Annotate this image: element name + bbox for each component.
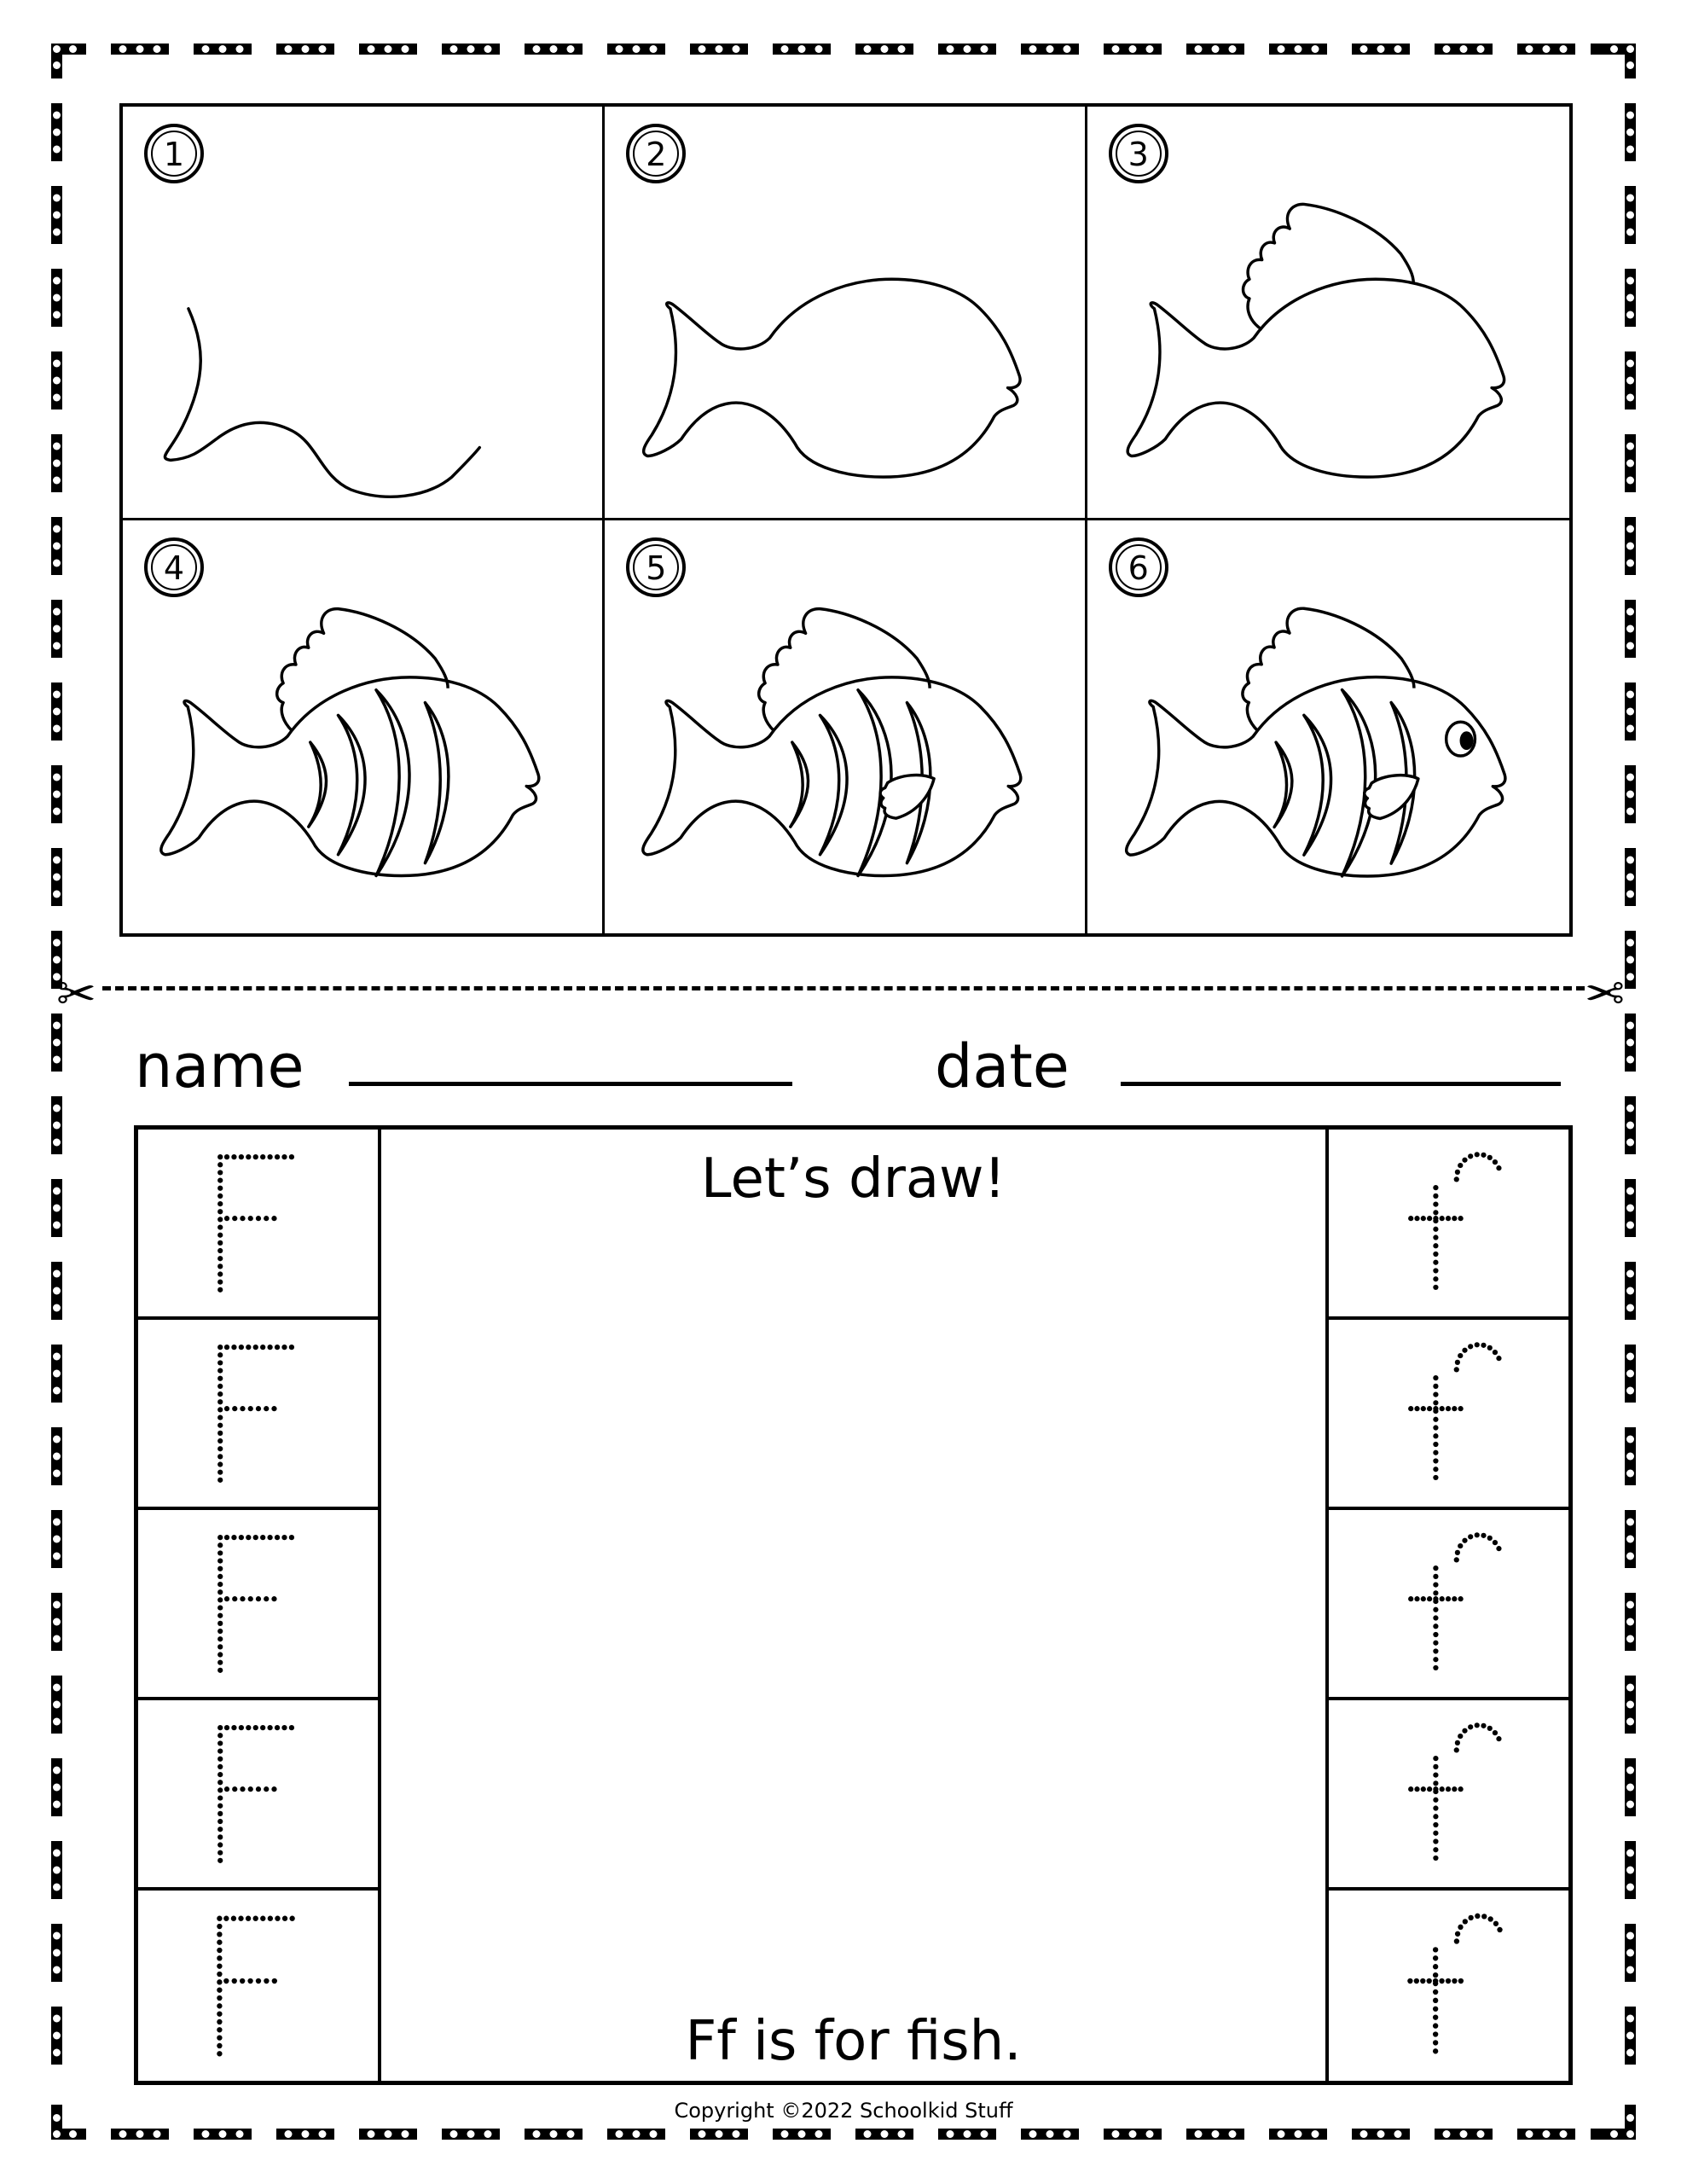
lowercase-f-trace-cell[interactable] xyxy=(1329,1320,1568,1510)
step-panel-4: 4 xyxy=(123,520,606,933)
draw-caption: Ff is for fish. xyxy=(685,2010,1022,2073)
fish-step-2-drawing xyxy=(642,277,1023,479)
fish-step-6-drawing xyxy=(1124,607,1507,878)
cut-here-dashed-line xyxy=(102,986,1585,990)
lowercase-trace-column xyxy=(1325,1130,1568,2081)
step-number-badge: 6 xyxy=(1108,537,1168,597)
step-by-step-grid: 1 2 3 4 xyxy=(119,103,1573,937)
dotted-letter-F-icon xyxy=(217,1915,295,2057)
scissors-icon: ✂ xyxy=(56,967,96,1022)
lowercase-f-trace-cell[interactable] xyxy=(1329,1700,1568,1891)
copyright-notice: Copyright ©2022 Schoolkid Stuff xyxy=(674,2099,1013,2123)
lowercase-f-trace-cell[interactable] xyxy=(1329,1130,1568,1320)
dotted-letter-f-icon xyxy=(1408,1342,1502,1481)
fish-step-3-drawing xyxy=(1126,202,1505,479)
dotted-letter-F-icon xyxy=(217,1725,295,1863)
step-number: 4 xyxy=(163,549,185,587)
step-number-badge: 5 xyxy=(626,537,687,597)
step-panel-3: 3 xyxy=(1087,107,1569,520)
draw-title: Let’s draw! xyxy=(700,1147,1006,1211)
step-panel-6: 6 xyxy=(1087,520,1569,934)
uppercase-F-trace-cell[interactable] xyxy=(138,1510,378,1700)
dotted-letter-F-icon xyxy=(217,1345,295,1483)
lowercase-f-trace-cell[interactable] xyxy=(1329,1891,1568,2081)
step-panel-1: 1 xyxy=(123,107,606,520)
uppercase-F-trace-cell[interactable] xyxy=(138,1130,378,1320)
dotted-letter-f-icon xyxy=(1408,1722,1502,1862)
step-number: 1 xyxy=(163,136,185,173)
uppercase-trace-column xyxy=(138,1130,381,2081)
letter-practice-table: Let’s draw! Ff is for fish. xyxy=(134,1125,1573,2085)
step-number: 5 xyxy=(646,549,667,587)
step-number: 2 xyxy=(646,136,667,173)
uppercase-F-trace-cell[interactable] xyxy=(138,1700,378,1891)
uppercase-F-trace-cell[interactable] xyxy=(138,1320,378,1510)
name-input-line[interactable] xyxy=(349,1082,792,1086)
dotted-letter-f-icon xyxy=(1408,1532,1502,1671)
step-number: 3 xyxy=(1128,136,1149,173)
fish-step-1-drawing xyxy=(163,307,482,498)
step-panel-2: 2 xyxy=(605,107,1087,520)
fish-step-5-drawing xyxy=(641,607,1023,877)
dotted-letter-f-icon xyxy=(1407,1913,1503,2054)
step-number-badge: 1 xyxy=(144,124,204,183)
dotted-letter-f-icon xyxy=(1408,1152,1502,1291)
dotted-letter-F-icon xyxy=(217,1154,295,1292)
scissors-icon: ✂ xyxy=(1585,967,1625,1022)
step-number-badge: 2 xyxy=(626,124,687,183)
step-number-badge: 3 xyxy=(1108,124,1168,183)
step-number-badge: 4 xyxy=(144,537,204,597)
name-label: name xyxy=(135,1031,304,1101)
date-input-line[interactable] xyxy=(1121,1082,1561,1086)
date-label: date xyxy=(935,1031,1070,1101)
step-panel-5: 5 xyxy=(605,520,1087,933)
lowercase-f-trace-cell[interactable] xyxy=(1329,1510,1568,1700)
step-number: 6 xyxy=(1128,549,1149,587)
fish-step-4-drawing xyxy=(159,607,541,877)
drawing-area[interactable]: Let’s draw! Ff is for fish. xyxy=(381,1130,1325,2081)
uppercase-F-trace-cell[interactable] xyxy=(138,1891,378,2081)
dotted-letter-F-icon xyxy=(217,1535,295,1673)
